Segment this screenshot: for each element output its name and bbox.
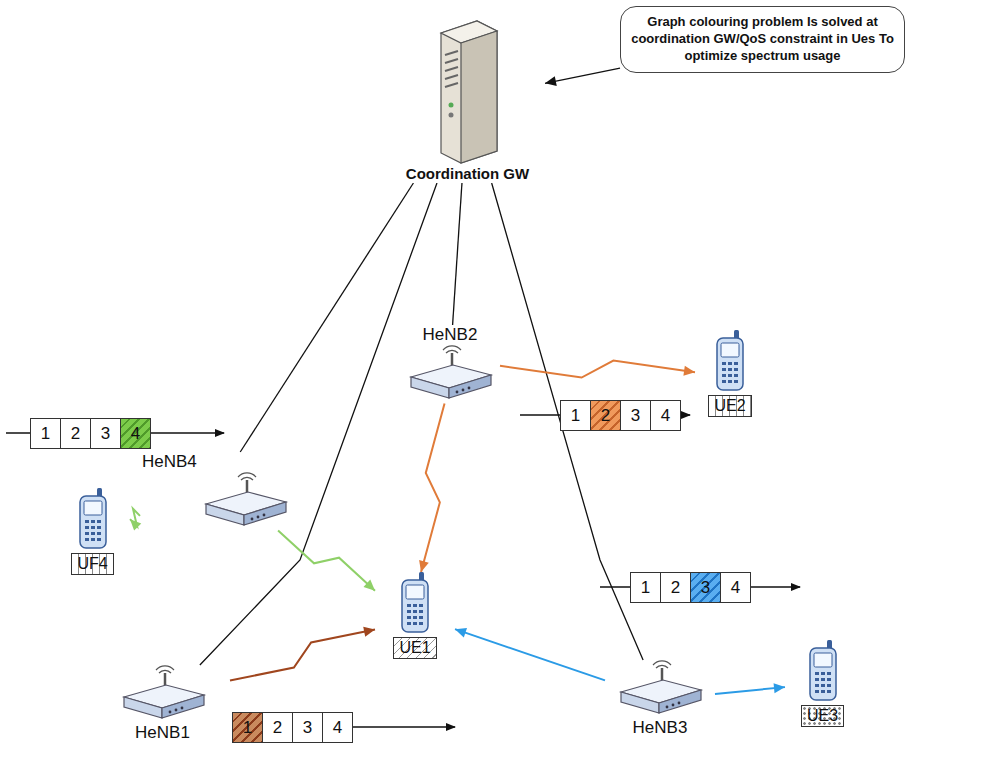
radio-link [230, 630, 375, 681]
henb-device: HeNB4 [140, 452, 290, 530]
arrow-head [419, 560, 429, 572]
resource-block: 1 [30, 418, 61, 449]
backhaul-link [545, 68, 620, 83]
block-number: 1 [641, 579, 650, 596]
callout-box: Graph colouring problem Is solved at coo… [620, 6, 905, 73]
resource-block: 2 [660, 572, 691, 603]
resource-block: 2 [590, 400, 621, 431]
icon-holder [76, 488, 110, 550]
gateway-server: Coordination GW [390, 15, 545, 183]
henb-device: HeNB3 [605, 660, 715, 738]
resource-block: 1 [560, 400, 591, 431]
radio-link [278, 530, 375, 590]
icon-holder [713, 330, 747, 392]
arrow-head [683, 366, 695, 376]
phone-icon [76, 488, 110, 550]
arrow-head [364, 580, 375, 591]
user-equipment: UF4 [55, 488, 130, 575]
phone-icon [398, 572, 432, 634]
arrow-head [774, 683, 785, 693]
block-number: 1 [571, 407, 580, 424]
block-number: 3 [631, 407, 640, 424]
block-number: 4 [731, 579, 740, 596]
resource-block: 3 [292, 712, 323, 743]
block-number: 2 [601, 407, 610, 424]
resource-block: 2 [60, 418, 91, 449]
radio-link [421, 403, 444, 572]
resource-block: 1 [232, 712, 263, 743]
block-number: 4 [131, 425, 140, 442]
backhaul-link [453, 183, 462, 325]
resource-block: 2 [262, 712, 293, 743]
block-number: 3 [701, 579, 710, 596]
device-label: UE1 [393, 637, 436, 659]
block-number: 4 [333, 719, 342, 736]
user-equipment: UE3 [785, 640, 860, 727]
user-equipment: UE1 [375, 572, 455, 659]
block-number: 2 [273, 719, 282, 736]
device-label: HeNB2 [421, 325, 480, 345]
icon-holder [806, 640, 840, 702]
resource-block: 4 [120, 418, 151, 449]
callout-text: Graph colouring problem Is solved at coo… [631, 14, 894, 65]
device-label: Coordination GW [404, 165, 531, 183]
henb-icon [118, 665, 208, 723]
icon-holder [398, 572, 432, 634]
arrow-head [130, 519, 141, 530]
icon-holder [615, 660, 705, 718]
resource-block: 3 [690, 572, 721, 603]
icon-holder [433, 15, 503, 165]
radio-link [455, 629, 605, 680]
block-number: 3 [303, 719, 312, 736]
resource-block: 1 [630, 572, 661, 603]
resource-block: 3 [620, 400, 651, 431]
block-number: 2 [71, 425, 80, 442]
arrow-head [363, 627, 375, 637]
henb-icon [405, 345, 495, 403]
server-icon [433, 15, 503, 165]
device-label: HeNB3 [631, 718, 690, 738]
backhaul-link [200, 183, 437, 665]
block-number: 4 [661, 407, 670, 424]
device-label: UE3 [801, 705, 844, 727]
phone-icon [713, 330, 747, 392]
block-number: 2 [671, 579, 680, 596]
device-label: UE2 [708, 395, 751, 417]
resource-block: 4 [650, 400, 681, 431]
arrow-head [545, 76, 557, 86]
device-label: HeNB4 [140, 452, 199, 472]
block-number: 1 [243, 719, 252, 736]
henb-device: HeNB2 [400, 325, 500, 403]
resource-block: 4 [322, 712, 353, 743]
device-label: UF4 [71, 553, 113, 575]
henb-icon [200, 472, 290, 530]
block-number: 3 [101, 425, 110, 442]
resource-block: 4 [720, 572, 751, 603]
device-label: HeNB1 [133, 723, 192, 743]
block-number: 1 [41, 425, 50, 442]
icon-holder [405, 345, 495, 403]
user-equipment: UE2 [695, 330, 765, 417]
icon-holder [118, 665, 208, 723]
radio-link [500, 361, 695, 378]
phone-icon [806, 640, 840, 702]
resource-block: 3 [90, 418, 121, 449]
henb-device: HeNB1 [95, 665, 230, 743]
arrow-head [455, 628, 467, 637]
henb-icon [615, 660, 705, 718]
icon-holder [200, 472, 290, 530]
